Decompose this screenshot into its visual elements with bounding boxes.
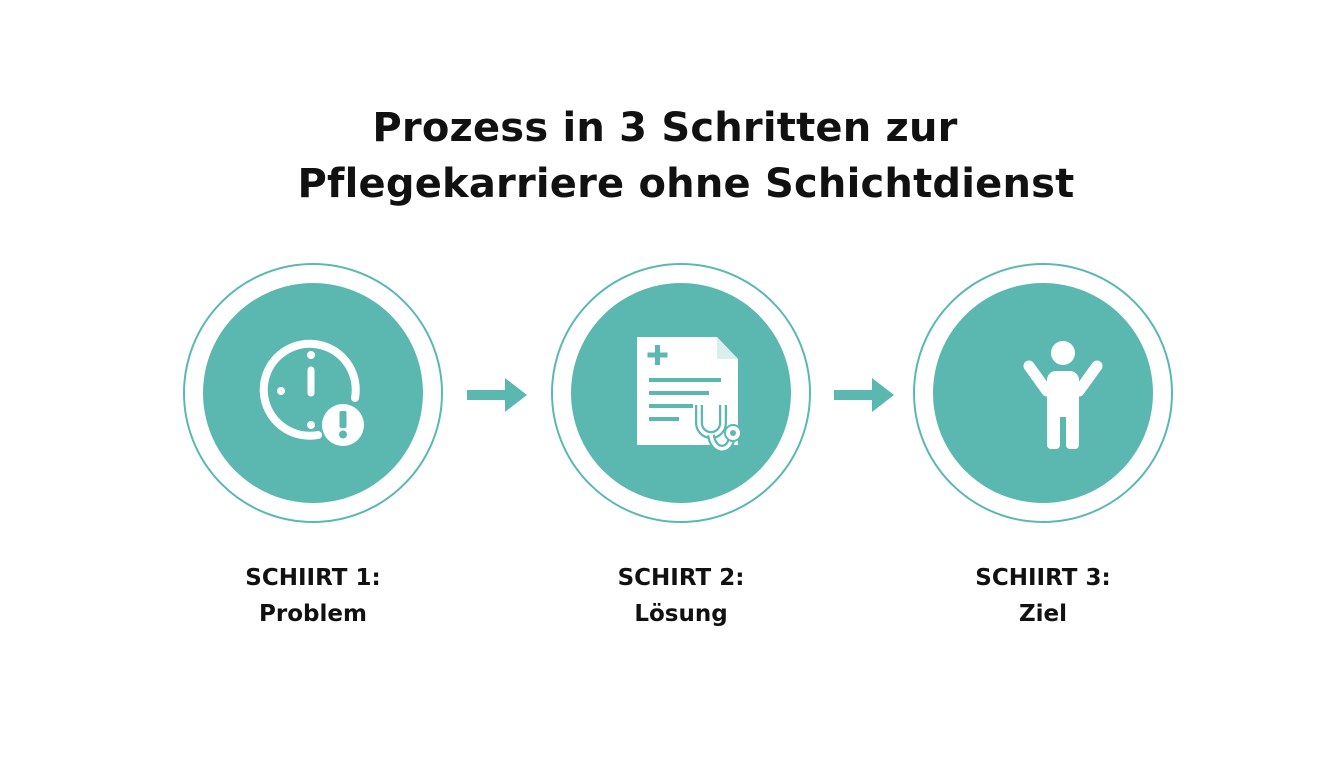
step-2-ring <box>551 263 811 523</box>
step-2-label: SCHIRT 2: Lösung <box>551 560 811 632</box>
step-1-node <box>183 263 443 523</box>
person-celebrating-icon <box>1023 341 1103 449</box>
step-1-circle <box>203 283 423 503</box>
step-3-circle <box>933 283 1153 503</box>
step-3-ring <box>913 263 1173 523</box>
clock-alert-icon <box>259 339 364 446</box>
page-title: Prozess in 3 Schritten zur Pflegekarrier… <box>0 100 1344 212</box>
arrow-right-icon <box>467 378 527 412</box>
step-2-node <box>551 263 811 523</box>
step-1-heading: SCHIIRT 1: <box>245 565 381 591</box>
arrow-right-icon <box>834 378 894 412</box>
step-1-label: SCHIIRT 1: Problem <box>183 560 443 632</box>
step-3-name: Ziel <box>1018 601 1068 627</box>
step-3-node <box>913 263 1173 523</box>
step-1-ring <box>183 263 443 523</box>
title-line-2: Pflegekarriere ohne Schichtdienst <box>297 161 1075 207</box>
step-2-circle <box>571 283 791 503</box>
step-1-name: Problem <box>259 601 367 627</box>
step-3-heading: SCHIIRT 3: <box>975 565 1111 591</box>
step-2-heading: SCHIRT 2: <box>617 565 745 591</box>
step-3-label: SCHIIRT 3: Ziel <box>913 560 1173 632</box>
title-line-1: Prozess in 3 Schritten zur <box>372 105 958 151</box>
medical-document-stethoscope-icon <box>637 337 742 453</box>
step-2-name: Lösung <box>634 601 728 627</box>
